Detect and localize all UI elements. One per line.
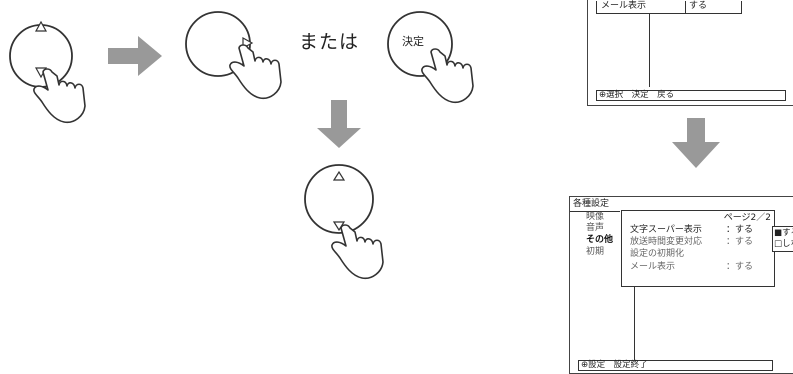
or-text: または	[299, 31, 360, 53]
row-label-subtitle[interactable]: 文字スーパー表示	[630, 225, 702, 235]
title-underline	[570, 211, 620, 212]
menu-row[interactable]: メール表示 する	[596, 1, 742, 14]
select-icon: ⊕	[599, 90, 607, 100]
select-icon: ⊕	[581, 360, 589, 370]
sidebar-item-audio[interactable]: 音声	[586, 223, 605, 233]
option-on[interactable]: ■する	[774, 228, 793, 238]
down-arrow-icon	[317, 100, 361, 148]
row-value-subtitle: ：する	[726, 225, 754, 235]
dial-button-3[interactable]	[304, 164, 374, 234]
submenu-panel: ページ2／2 文字スーパー表示 ：する 放送時間変更対応 ：する 設定の初期化 …	[621, 210, 775, 287]
status-bar: ⊕選択 決定 戻る	[596, 90, 786, 101]
dial-button-1[interactable]	[9, 20, 73, 88]
row-value-mail: ：する	[726, 262, 754, 272]
row-label-mail[interactable]: メール表示	[630, 262, 676, 272]
row-label-reset[interactable]: 設定の初期化	[630, 249, 685, 259]
settings-screen-bottom: 各種設定 映像 音声 その他 初期 ページ2／2 文字スーパー表示 ：する 放送…	[569, 196, 793, 374]
dial-button-2[interactable]	[185, 11, 254, 77]
right-arrow-icon	[108, 36, 162, 76]
sidebar-item-other[interactable]: その他	[586, 235, 614, 245]
sidebar-item-init[interactable]: 初期	[586, 247, 605, 257]
down-arrow-icon	[672, 118, 720, 168]
option-off[interactable]: □しな	[774, 239, 793, 249]
sidebar-item-video[interactable]: 映像	[586, 212, 605, 222]
settings-screen-top: メール表示 する ⊕選択 決定 戻る	[587, 0, 793, 106]
up-triangle-icon	[34, 20, 48, 32]
option-popup: ■する □しな	[772, 226, 793, 252]
sidebar-divider	[634, 282, 635, 365]
row-value-broadcast-time: ：する	[726, 237, 754, 247]
enter-button-label: 決定	[402, 35, 424, 48]
up-triangle-icon	[332, 170, 346, 181]
row-label-broadcast-time[interactable]: 放送時間変更対応	[630, 237, 703, 247]
page-label: ページ2／2	[723, 213, 771, 223]
status-bar: ⊕設定 設定終了	[578, 360, 773, 371]
menu-row-value: する	[689, 1, 708, 11]
remote-control-instructions	[9, 11, 474, 280]
sidebar-divider	[649, 13, 650, 87]
screen-title: 各種設定	[573, 199, 610, 209]
menu-row-label: メール表示	[601, 1, 647, 11]
menu-divider	[685, 1, 686, 13]
